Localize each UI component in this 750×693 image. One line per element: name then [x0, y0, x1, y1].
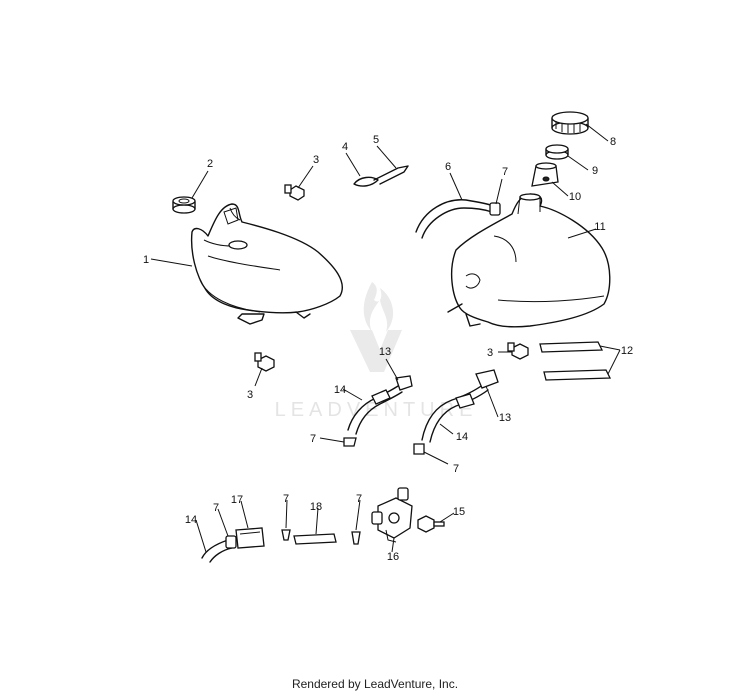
callout-11: 11: [594, 221, 605, 233]
callout-13-right: 13: [499, 412, 511, 424]
callout-1: 1: [143, 254, 149, 266]
part-fuel-line-right: [413, 369, 499, 455]
part-tube-fittings: [281, 529, 361, 545]
part-filter-assembly: [201, 527, 265, 563]
part-bolt-upper: [284, 184, 305, 201]
callout-2: 2: [207, 158, 213, 170]
callout-14-left: 14: [334, 384, 346, 396]
callout-4: 4: [342, 141, 348, 153]
callout-9: 9: [592, 165, 598, 177]
part-fuel-valve: [371, 487, 413, 543]
callout-14-filter: 14: [185, 514, 197, 526]
callout-7-left-line: 7: [310, 433, 316, 445]
callout-7-vent: 7: [502, 166, 508, 178]
part-fuel-line-left: [343, 375, 413, 447]
callout-16: 16: [387, 551, 399, 563]
callout-17: 17: [231, 494, 243, 506]
part-fuel-tank-right: [447, 193, 611, 328]
callout-13-left: 13: [379, 346, 391, 358]
part-fuel-tank-left: [190, 203, 343, 325]
part-strips: [539, 341, 612, 381]
part-bolt-lower: [254, 352, 275, 372]
callout-7-filter: 7: [213, 502, 219, 514]
callout-6: 6: [445, 161, 451, 173]
leadventure-watermark: LEADVENTURE: [275, 282, 478, 421]
callout-14-right: 14: [456, 431, 468, 443]
callout-12: 12: [621, 345, 633, 357]
part-filler-neck: [531, 162, 559, 187]
watermark-text: LEADVENTURE: [275, 399, 478, 421]
callout-labels: 1 2 3 4 5 6 7 8 9 10 11 3 12 13 3 14 13 …: [143, 134, 633, 563]
callout-5: 5: [373, 134, 379, 146]
callout-15: 15: [453, 506, 465, 518]
callout-7-fitting-left: 7: [283, 493, 289, 505]
part-clamp-vent: [489, 202, 501, 216]
part-clip-strap: [353, 165, 409, 187]
callout-18: 18: [310, 501, 322, 513]
callout-7-fitting-right: 7: [356, 493, 362, 505]
callout-10: 10: [569, 191, 581, 203]
callout-8: 8: [610, 136, 616, 148]
callout-3-lower: 3: [247, 389, 253, 401]
part-vent-hose: [415, 199, 495, 239]
part-grommet: [172, 196, 196, 214]
footer-credit: Rendered by LeadVenture, Inc.: [291, 677, 459, 691]
callout-7-right-line: 7: [453, 463, 459, 475]
part-cap-gasket: [545, 144, 569, 160]
part-fuel-cap: [551, 111, 589, 135]
leader-lines: [150, 123, 621, 553]
part-bolt-valve: [417, 515, 445, 533]
callout-3-upper: 3: [313, 154, 319, 166]
part-bolt-right: [507, 342, 529, 360]
callout-3-right: 3: [487, 347, 493, 359]
